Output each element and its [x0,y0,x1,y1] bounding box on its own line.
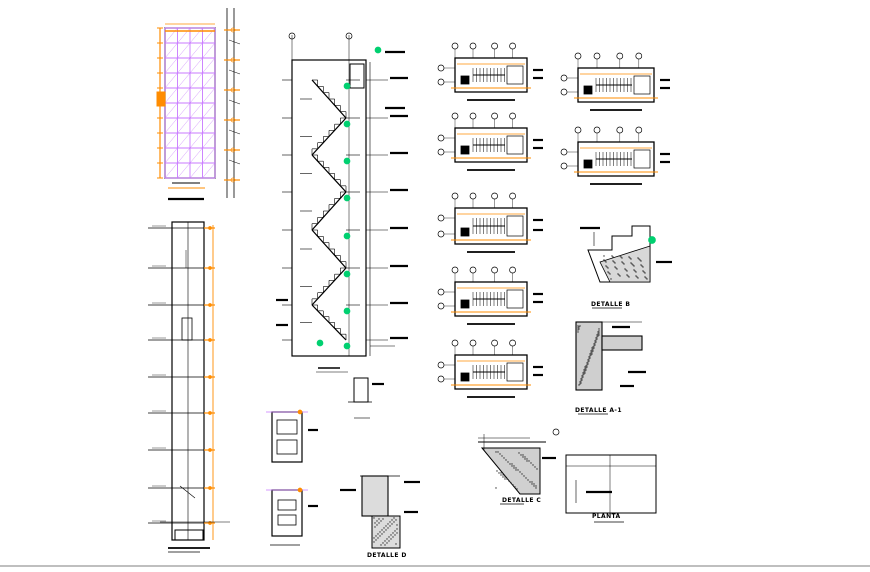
stair-plan-2 [437,112,543,171]
stair-plan-right-2 [560,126,670,185]
plan-label: PLANTA [592,513,621,520]
detail-b-label: DETALLE B [591,301,631,308]
detail-c [478,428,560,505]
detail-c-label: DETALLE C [502,497,542,504]
detail-b [580,225,672,309]
detail-d [340,475,420,549]
small-plans [266,409,318,546]
detail-d-label: DETALLE D [367,552,407,559]
stair-section [276,32,408,373]
facade-elevation [156,8,241,201]
stair-plan-3 [437,192,543,253]
stair-plan-right-1 [560,52,670,111]
stair-plan-1 [437,42,543,101]
detail-a1 [575,321,646,415]
stair-plan-5 [437,339,543,398]
stair-plan-4 [437,266,543,325]
detail-a1-label: DETALLE A-1 [575,407,622,414]
elevator-section [148,221,230,553]
small-detail [348,377,384,419]
plan-detail [565,454,657,523]
